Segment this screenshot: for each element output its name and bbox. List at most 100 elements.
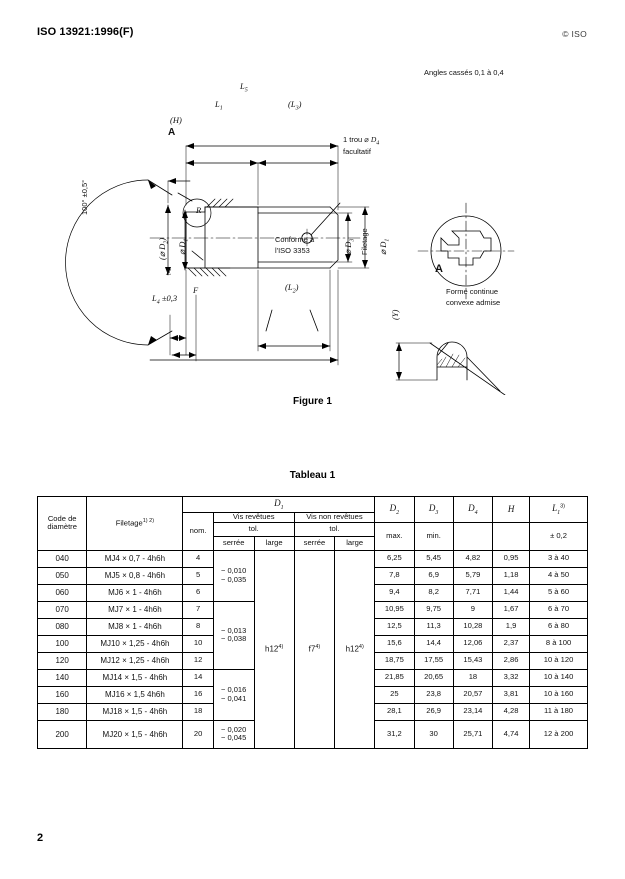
dim-label-F: F — [193, 285, 199, 295]
cell-D3: 17,55 — [413, 651, 454, 670]
cell-D4: 15,43 — [452, 651, 494, 670]
dim-label-L5: L5 — [240, 81, 248, 94]
dim-label-L2: (L2) — [285, 282, 299, 295]
table-row: 200 MJ20 × 1,5 - 4h6h 20 − 0,020 − 0,045… — [36, 719, 588, 749]
tableau-1-wrapper: Code de diamètre Filetage1) 2) D1 D2 D3 … — [36, 496, 588, 749]
cell-filetage: MJ16 × 1,5 4h6h — [86, 685, 184, 704]
dim-label-D1-shank: ⌀ D1 — [378, 238, 391, 255]
cell-nom: 8 — [182, 617, 214, 636]
cell-non-revetues-large-merged: h124) — [334, 549, 376, 749]
cell-D3: 9,75 — [413, 600, 454, 619]
callout-hole-line2: facultatif — [343, 147, 371, 156]
cell-D3: 8,2 — [413, 583, 454, 602]
cell-L1: 4 à 50 — [529, 566, 588, 585]
label-filetage-thread: Filetage — [360, 228, 369, 255]
cell-H: 1,18 — [492, 566, 531, 585]
cell-D3: 30 — [413, 719, 454, 749]
page-header-copyright: © ISO — [562, 29, 587, 39]
header-D1-symbol: D1 — [274, 497, 284, 511]
cell-D2: 15,6 — [374, 634, 415, 653]
cell-L1: 5 à 60 — [529, 583, 588, 602]
page-number: 2 — [37, 832, 44, 844]
cell-revetues-large-merged: h124) — [253, 549, 295, 749]
callout-hole-line1: 1 trou ⌀ D4 — [343, 135, 380, 147]
cell-nom: 16 — [182, 685, 214, 704]
cell-D4: 10,28 — [452, 617, 494, 636]
header-D3-min: min. — [413, 521, 454, 551]
cell-filetage: MJ4 × 0,7 - 4h6h — [86, 549, 184, 568]
header-D1-group: D1 — [182, 496, 376, 513]
cell-nom: 6 — [182, 583, 214, 602]
cell-tol-serree-group: − 0,010 − 0,035 — [212, 549, 255, 602]
tol-line1: − 0,010 — [221, 566, 247, 576]
detail-note-line2: convexe admise — [446, 298, 501, 307]
cell-H: 2,86 — [492, 651, 531, 670]
cell-D2: 25 — [374, 685, 415, 704]
dim-label-E: E — [166, 267, 172, 277]
cell-D2: 28,1 — [374, 702, 415, 721]
header-D2: D2 — [374, 496, 415, 523]
tol-line1: − 0,013 — [221, 625, 247, 635]
cell-code: 200 — [36, 719, 88, 749]
cell-H: 1,44 — [492, 583, 531, 602]
cell-tol-serree-group: − 0,020 − 0,045 — [212, 719, 255, 749]
cell-D2: 10,95 — [374, 600, 415, 619]
cell-D3: 11,3 — [413, 617, 454, 636]
cell-code: 140 — [36, 668, 88, 687]
cell-D2: 7,8 — [374, 566, 415, 585]
header-H: H — [492, 496, 531, 523]
cell-H: 4,28 — [492, 702, 531, 721]
cell-D4: 5,79 — [452, 566, 494, 585]
table-row: 040 MJ4 × 0,7 - 4h6h 4 − 0,010 − 0,035 h… — [36, 549, 588, 749]
cell-code: 060 — [36, 583, 88, 602]
table-caption: Tableau 1 — [289, 470, 336, 481]
cell-code: 070 — [36, 600, 88, 619]
cell-D3: 26,9 — [413, 702, 454, 721]
header-L1: L13) — [529, 496, 588, 523]
cell-D2: 12,5 — [374, 617, 415, 636]
cell-L1: 10 à 120 — [529, 651, 588, 670]
dim-label-H: (H) — [170, 115, 182, 125]
tol-line1: − 0,016 — [221, 685, 247, 695]
tol-line1: − 0,020 — [221, 724, 247, 734]
cell-D2: 18,75 — [374, 651, 415, 670]
cell-filetage: MJ18 × 1,5 - 4h6h — [86, 702, 184, 721]
header-vis-revetues: Vis revêtues — [212, 512, 295, 523]
cell-H: 4,74 — [492, 719, 531, 749]
cell-D4: 20,57 — [452, 685, 494, 704]
header-large-revetues: large — [253, 535, 295, 551]
cell-H: 0,95 — [492, 549, 531, 568]
figure-caption: Figure 1 — [293, 396, 332, 407]
callout-iso3353-line2: l'ISO 3353 — [275, 246, 310, 255]
cell-D4: 23,14 — [452, 702, 494, 721]
cell-H: 3,81 — [492, 685, 531, 704]
dim-label-D2-head: (⌀ D2) — [157, 237, 170, 260]
header-H-blank — [492, 521, 531, 551]
cell-code: 100 — [36, 634, 88, 653]
cell-nom: 20 — [182, 719, 214, 749]
header-nom: nom. — [182, 512, 214, 551]
dim-label-D1-head: ⌀ D1 — [177, 238, 190, 255]
table-body: 040 MJ4 × 0,7 - 4h6h 4 − 0,010 − 0,035 h… — [36, 549, 588, 749]
cell-filetage: MJ12 × 1,25 - 4h6h — [86, 651, 184, 670]
cell-D4: 7,71 — [452, 583, 494, 602]
cell-D3: 6,9 — [413, 566, 454, 585]
cell-tol-serree-group: − 0,016 − 0,041 — [212, 668, 255, 721]
cell-L1: 10 à 140 — [529, 668, 588, 687]
cell-D3: 14,4 — [413, 634, 454, 653]
cell-filetage: MJ6 × 1 - 4h6h — [86, 583, 184, 602]
note-angles-casses: Angles cassés 0,1 à 0,4 — [424, 68, 504, 77]
cell-code: 080 — [36, 617, 88, 636]
header-filetage: Filetage1) 2) — [86, 496, 184, 551]
cell-code: 160 — [36, 685, 88, 704]
dim-label-R: R — [196, 205, 202, 215]
header-D2-max: max. — [374, 521, 415, 551]
cell-filetage: MJ8 × 1 - 4h6h — [86, 617, 184, 636]
cell-H: 1,67 — [492, 600, 531, 619]
cell-H: 3,32 — [492, 668, 531, 687]
figure-1-drawing: Angles cassés 0,1 à 0,4 L5 L1 (L3) (H) 1… — [0, 55, 625, 395]
dim-label-L3: (L3) — [288, 99, 302, 112]
detail-note-line1: Forme continue — [446, 287, 499, 296]
cell-L1: 6 à 70 — [529, 600, 588, 619]
